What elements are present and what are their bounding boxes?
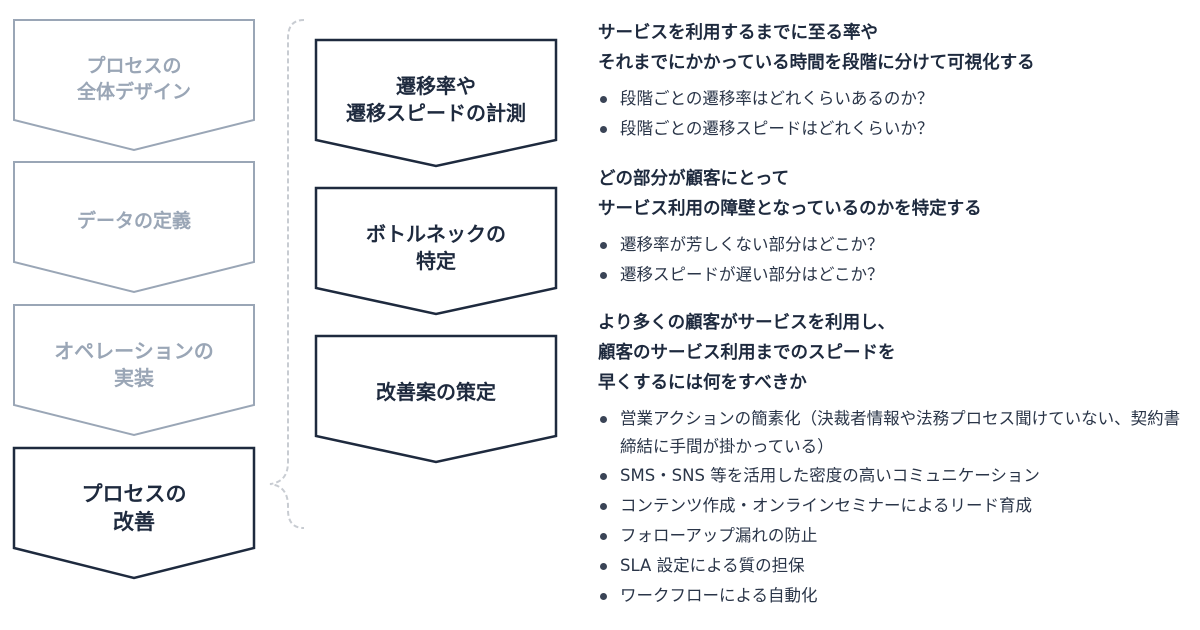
list-item: SLA 設定による質の担保	[598, 551, 1188, 581]
description-3: より多くの顧客がサービスを利用し、 顧客のサービス利用までのスピードを 早くする…	[598, 308, 1188, 611]
description-1-heading: サービスを利用するまでに至る率や それまでにかかっている時間を段階に分けて可視化…	[598, 23, 1035, 73]
left-step-4-shape	[12, 446, 256, 580]
list-item: 段階ごとの遷移スピードはどれくらいか？	[598, 114, 1188, 144]
bracket	[269, 19, 305, 529]
left-step-3-shape	[13, 304, 255, 437]
sub-step-3-label: 改善案の策定	[376, 379, 496, 404]
sub-step-2-label: ボトルネックの 特定	[366, 222, 506, 273]
description-3-heading: より多くの顧客がサービスを利用し、 顧客のサービス利用までのスピードを 早くする…	[598, 313, 896, 393]
sub-step-1-shape	[314, 38, 558, 168]
list-item: ワークフローによる自動化	[598, 581, 1188, 611]
description-1-list: 段階ごとの遷移率はどれくらいあるのか？ 段階ごとの遷移スピードはどれくらいか？	[598, 84, 1188, 144]
left-step-3-label: オペレーションの 実装	[54, 339, 214, 390]
left-step-1-label: プロセスの 全体デザイン	[76, 55, 191, 103]
description-3-list: 営業アクションの簡素化（決裁者情報や法務プロセス聞けていない、契約書締結に手間が…	[598, 404, 1188, 611]
list-item: 営業アクションの簡素化（決裁者情報や法務プロセス聞けていない、契約書締結に手間が…	[598, 404, 1188, 461]
description-2-list: 遷移率が芳しくない部分はどこか？ 遷移スピードが遅い部分はどこか？	[598, 230, 1188, 290]
list-item: 遷移率が芳しくない部分はどこか？	[598, 230, 1188, 260]
list-item: コンテンツ作成・オンラインセミナーによるリード育成	[598, 491, 1188, 521]
left-step-1-shape	[13, 19, 255, 152]
description-2-heading: どの部分が顧客にとって サービス利用の障壁となっているのかを特定する	[598, 169, 982, 219]
left-step-2-shape	[13, 161, 255, 294]
list-item: フォローアップ漏れの防止	[598, 521, 1188, 551]
sub-step-1-label: 遷移率や 遷移スピードの計測	[346, 74, 526, 125]
list-item: SMS・SNS 等を活用した密度の高いコミュニケーション	[598, 461, 1188, 491]
left-step-4-label: プロセスの 改善	[81, 481, 187, 534]
list-item: 段階ごとの遷移率はどれくらいあるのか？	[598, 84, 1188, 114]
left-step-2-label: データの定義	[76, 210, 191, 233]
sub-step-3-shape	[314, 334, 558, 464]
list-item: 遷移スピードが遅い部分はどこか？	[598, 260, 1188, 290]
description-1: サービスを利用するまでに至る率や それまでにかかっている時間を段階に分けて可視化…	[598, 18, 1188, 144]
sub-step-2-shape	[314, 186, 558, 316]
description-2: どの部分が顧客にとって サービス利用の障壁となっているのかを特定する 遷移率が芳…	[598, 164, 1188, 290]
